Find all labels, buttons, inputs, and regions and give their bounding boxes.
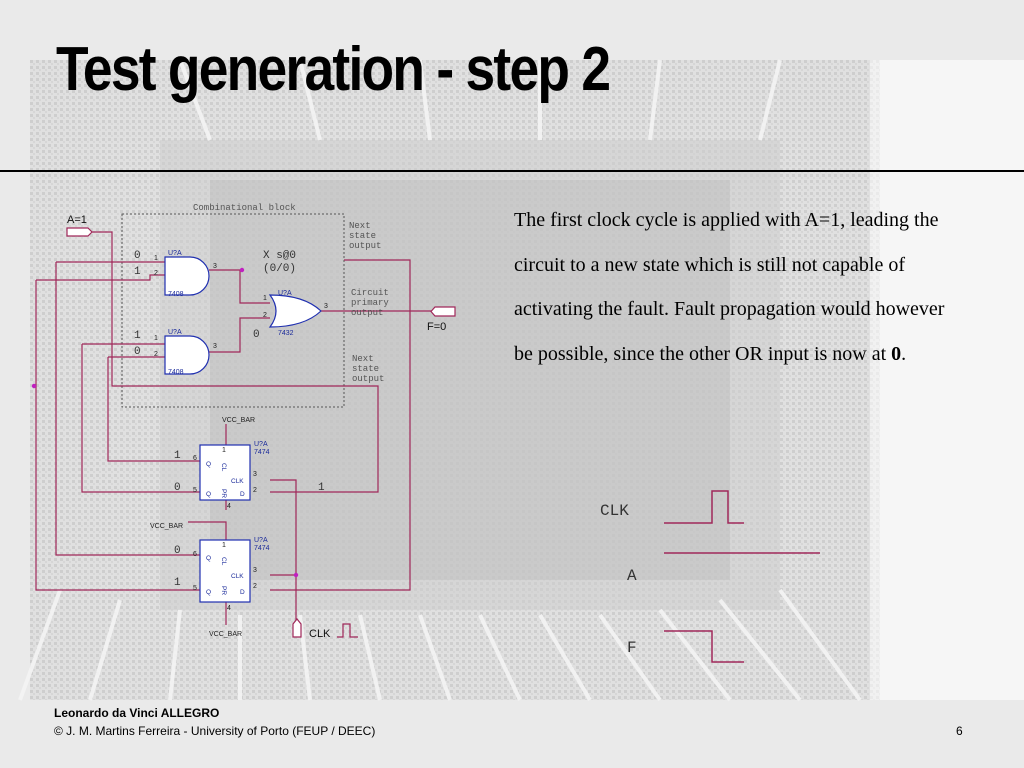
- ff1-vcc-label: VCC_BAR: [222, 417, 255, 424]
- ff2-vcc-bottom-label: VCC_BAR: [209, 631, 242, 638]
- svg-text:5: 5: [193, 585, 197, 592]
- combinational-block-label: Combinational block: [193, 203, 296, 213]
- ff1-qbar-value: 0: [174, 482, 181, 494]
- svg-text:3: 3: [253, 471, 257, 478]
- combinational-block-border: [121, 213, 345, 408]
- flip-flop-2: [199, 539, 251, 603]
- ff1-d-pin: D: [240, 491, 245, 498]
- ff1-d-value: 1: [318, 482, 325, 494]
- and-gate-2: [164, 335, 210, 375]
- ff1-pr-pin: PR: [220, 489, 227, 498]
- svg-text:1: 1: [154, 335, 158, 342]
- and1-in1-value: 0: [134, 250, 141, 262]
- ff1-q-value: 1: [174, 450, 181, 462]
- explanation-paragraph: The first clock cycle is applied with A=…: [514, 198, 964, 376]
- svg-text:6: 6: [193, 551, 197, 558]
- and1-ref: U?A: [168, 250, 182, 257]
- svg-text:1: 1: [222, 542, 226, 549]
- ff2-pr-pin: PR: [220, 586, 227, 595]
- svg-text:6: 6: [193, 455, 197, 462]
- page-number: 6: [956, 724, 963, 738]
- ff2-q-value: 0: [174, 545, 181, 557]
- waveform-label-a: A: [627, 567, 637, 585]
- input-a-label: A=1: [67, 214, 87, 226]
- ff1-clk-pin: CLK: [231, 478, 244, 485]
- ff1-cl-pin: CL: [220, 463, 227, 472]
- junction-dot: [239, 267, 245, 273]
- flip-flop-1: [199, 444, 251, 501]
- title-divider: [0, 170, 1024, 172]
- input-a-port: [66, 227, 93, 237]
- svg-text:1: 1: [222, 447, 226, 454]
- output-f-port: [430, 306, 456, 317]
- svg-text:2: 2: [253, 487, 257, 494]
- svg-text:1: 1: [263, 295, 267, 302]
- paragraph-text: The first clock cycle is applied with A=…: [514, 209, 945, 365]
- footer-project-name: Leonardo da Vinci ALLEGRO: [54, 706, 220, 720]
- ff2-d-pin: D: [240, 589, 245, 596]
- and1-part: 7408: [168, 291, 184, 298]
- clk-port: [292, 618, 302, 638]
- and1-in2-value: 1: [134, 266, 141, 278]
- ff2-part: 7474: [254, 545, 270, 552]
- or-in2-value: 0: [253, 329, 260, 341]
- paragraph-bold-value: 0: [891, 342, 902, 365]
- svg-text:2: 2: [154, 351, 158, 358]
- f-waveform: [664, 630, 744, 663]
- ff1-q-pin: Q: [206, 461, 211, 468]
- and2-in1-value: 1: [134, 330, 141, 342]
- slide-title: Test generation - step 2: [56, 35, 611, 104]
- ff2-clk-pin: CLK: [231, 573, 244, 580]
- footer-copyright: © J. M. Martins Ferreira - University of…: [54, 724, 376, 738]
- ff2-vcc-label: VCC_BAR: [150, 523, 183, 530]
- wires: [35, 231, 435, 625]
- fault-values: (0/0): [263, 263, 296, 275]
- svg-text:5: 5: [193, 487, 197, 494]
- svg-text:2: 2: [253, 583, 257, 590]
- svg-text:1: 1: [154, 255, 158, 262]
- fault-label: X s@0: [263, 250, 296, 262]
- junction-dot: [31, 383, 37, 389]
- and2-ref: U?A: [168, 329, 182, 336]
- waveform-label-f: F: [627, 639, 637, 657]
- clk-label: CLK: [309, 628, 331, 640]
- paragraph-end: .: [901, 342, 907, 365]
- ff2-qbar-pin: Q: [206, 589, 211, 596]
- or-gate: [268, 294, 322, 328]
- next-state-label-2: Next state output: [352, 354, 384, 384]
- svg-text:4: 4: [227, 605, 231, 612]
- ff1-part: 7474: [254, 449, 270, 456]
- svg-text:3: 3: [324, 303, 328, 310]
- ff2-qbar-value: 1: [174, 577, 181, 589]
- or-part: 7432: [278, 330, 294, 337]
- output-f-label: F=0: [427, 321, 446, 333]
- svg-text:2: 2: [154, 270, 158, 277]
- svg-text:3: 3: [213, 343, 217, 350]
- next-state-label-1: Next state output: [349, 221, 381, 251]
- or-ref: U?A: [278, 290, 292, 297]
- junction-dot: [293, 572, 299, 578]
- ff2-ref: U?A: [254, 537, 268, 544]
- clk-waveform: [664, 490, 744, 524]
- svg-text:2: 2: [263, 312, 267, 319]
- ff2-q-pin: Q: [206, 555, 211, 562]
- svg-text:3: 3: [253, 567, 257, 574]
- svg-text:3: 3: [213, 263, 217, 270]
- waveform-label-clk: CLK: [600, 502, 629, 520]
- and2-part: 7408: [168, 369, 184, 376]
- ff1-ref: U?A: [254, 441, 268, 448]
- waveform-panel: CLK A F: [600, 490, 820, 663]
- circuit-output-label: Circuit primary output: [351, 288, 394, 318]
- clk-pulse-symbol: [337, 623, 358, 638]
- ff2-cl-pin: CL: [220, 557, 227, 566]
- svg-text:4: 4: [227, 503, 231, 510]
- ff1-qbar-pin: Q: [206, 491, 211, 498]
- and-gate-1: [164, 256, 210, 296]
- and2-in2-value: 0: [134, 346, 141, 358]
